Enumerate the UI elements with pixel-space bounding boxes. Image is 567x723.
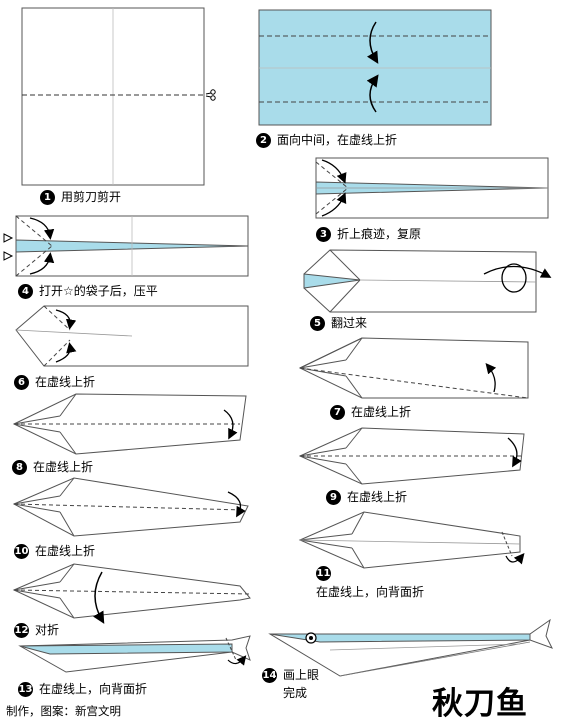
step5-label: 5 翻过来: [310, 316, 367, 331]
step11-number: 11: [316, 566, 331, 581]
step2-number: 2: [256, 133, 271, 148]
step12-label: 12 对折: [14, 623, 59, 638]
step7-number: 7: [330, 405, 345, 420]
step12-figure: [12, 563, 251, 624]
step1-figure: [21, 7, 216, 186]
step9-text: 在虚线上折: [347, 490, 408, 504]
step3-number: 3: [316, 227, 331, 242]
step5-text: 翻过来: [331, 316, 368, 330]
step2-text: 面向中间，在虚线上折: [277, 133, 398, 147]
step10-label: 10 在虚线上折: [14, 544, 95, 559]
step8-text: 在虚线上折: [33, 460, 94, 474]
step8-label: 8 在虚线上折: [12, 460, 93, 475]
step12-number: 12: [14, 623, 29, 638]
credit-text: 制作，图案：新宫文明: [6, 704, 121, 718]
step10-text: 在虚线上折: [35, 544, 96, 558]
step7-label: 7 在虚线上折: [330, 405, 411, 420]
step8-figure: [12, 393, 247, 455]
step7-figure: [298, 337, 529, 399]
step4-figure: [3, 215, 249, 277]
step3-text: 折上痕迹，复原: [337, 227, 422, 241]
step13-label: 13 在虚线上，向背面折: [18, 682, 147, 697]
step6-label: 6 在虚线上折: [14, 375, 95, 390]
step4-text: 打开☆的袋子后，压平: [39, 284, 158, 298]
step9-label: 9 在虚线上折: [326, 490, 407, 505]
step5-number: 5: [310, 316, 325, 331]
step4-label: 4 打开☆的袋子后，压平: [18, 284, 158, 299]
step9-figure: [298, 427, 525, 485]
step2-figure: [258, 9, 492, 126]
page-title: 秋刀鱼: [432, 686, 528, 722]
step6-figure: [15, 305, 249, 367]
step14-text: 画上眼: [283, 668, 320, 682]
step1-number: 1: [40, 190, 55, 205]
step6-number: 6: [14, 375, 29, 390]
step11-label: 11 在虚线上，向背面折: [316, 566, 424, 599]
step1-text: 用剪刀剪开: [61, 190, 122, 204]
step14-label: 14 画上眼 完成: [262, 668, 319, 700]
step13-number: 13: [18, 682, 33, 697]
step10-number: 10: [14, 544, 29, 559]
step6-text: 在虚线上折: [35, 375, 96, 389]
step3-figure: [315, 157, 549, 219]
step14-number: 14: [262, 668, 277, 683]
step13-figure: [18, 635, 251, 673]
step11-text: 在虚线上，向背面折: [316, 585, 425, 599]
step9-number: 9: [326, 490, 341, 505]
step8-number: 8: [12, 460, 27, 475]
step10-figure: [12, 477, 249, 537]
step4-number: 4: [18, 284, 33, 299]
step14-text2: 完成: [283, 686, 308, 700]
step13-text: 在虚线上，向背面折: [39, 682, 148, 696]
scissors-icon: [205, 89, 216, 101]
step3-label: 3 折上痕迹，复原: [316, 227, 421, 242]
step12-text: 对折: [35, 623, 60, 637]
step11-figure: [298, 511, 525, 569]
step14-figure: [268, 618, 554, 677]
step5-figure: [303, 249, 552, 313]
step1-label: 1 用剪刀剪开: [40, 190, 121, 205]
step7-text: 在虚线上折: [351, 405, 412, 419]
step2-label: 2 面向中间，在虚线上折: [256, 133, 397, 148]
